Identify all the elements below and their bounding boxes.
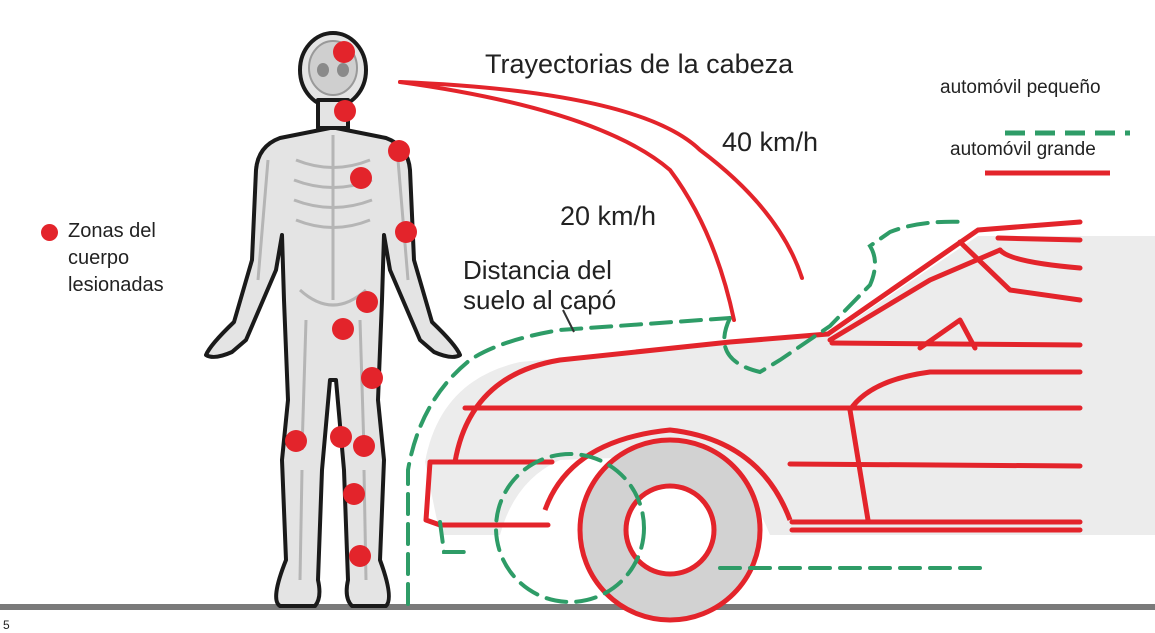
injury-dot xyxy=(361,367,383,389)
human-figure xyxy=(204,31,462,608)
injury-dot xyxy=(356,291,378,313)
injury-zone-legend-dot xyxy=(41,224,58,241)
hood-distance-line2: suelo al capó xyxy=(463,285,617,315)
injury-dot xyxy=(332,318,354,340)
injury-zones-line1: Zonas del xyxy=(68,220,156,242)
diagram-title: Trayectorias de la cabeza xyxy=(485,49,794,79)
hood-distance-label: Distancia del suelo al capó xyxy=(463,255,683,315)
head-trajectories xyxy=(398,80,804,322)
speed-label-40: 40 km/h xyxy=(722,127,819,157)
legend-large-car-label: automóvil grande xyxy=(950,139,1096,160)
injury-dot xyxy=(330,426,352,448)
hood-distance-line1: Distancia del xyxy=(463,255,612,285)
injury-zones-label: Zonas del cuerpo lesionadas xyxy=(68,218,198,299)
small-car-outline xyxy=(406,219,992,606)
speed-label-20: 20 km/h xyxy=(560,201,657,231)
injury-zones-line2: cuerpo xyxy=(68,247,130,269)
figure-number: 5 xyxy=(3,618,10,632)
injury-dot xyxy=(388,140,410,162)
injury-dot xyxy=(343,483,365,505)
legend-small-car-label: automóvil pequeño xyxy=(940,77,1101,98)
injury-zones-line3: lesionadas xyxy=(68,274,164,296)
injury-dot xyxy=(395,221,417,243)
injury-dots xyxy=(285,41,417,567)
hood-distance-pointer xyxy=(562,309,575,333)
ground-line xyxy=(0,604,1155,610)
large-car-outline xyxy=(423,219,1083,533)
injury-dot xyxy=(285,430,307,452)
large-car-body-fill xyxy=(425,236,1155,535)
trajectory-20kmh xyxy=(398,80,736,322)
large-car-wheel xyxy=(542,427,793,623)
injury-dot xyxy=(333,41,355,63)
trajectory-40kmh xyxy=(398,80,804,280)
injury-dot xyxy=(350,167,372,189)
injury-dot xyxy=(353,435,375,457)
injury-dot xyxy=(349,545,371,567)
injury-dot xyxy=(334,100,356,122)
